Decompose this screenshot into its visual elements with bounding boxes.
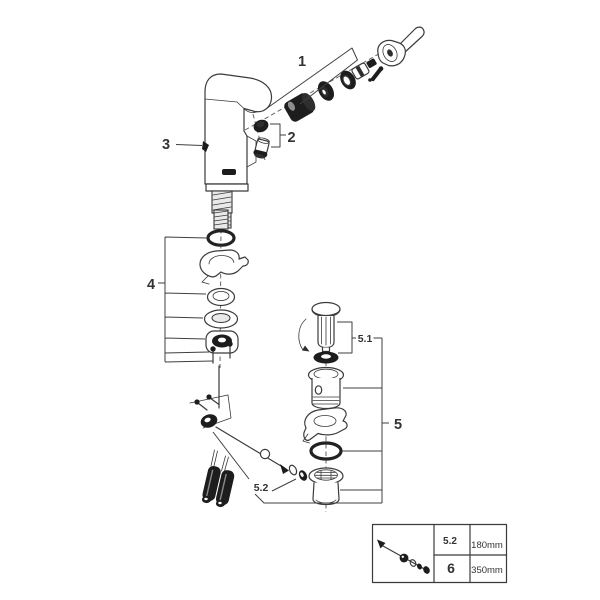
callout-1-label: 1 bbox=[298, 54, 306, 70]
table-length-row2: 350mm bbox=[471, 565, 503, 576]
threaded-rod-upper bbox=[213, 209, 229, 230]
pivot-rod bbox=[215, 426, 282, 467]
rod-tip bbox=[280, 464, 289, 474]
aerator-nut bbox=[253, 119, 269, 133]
callout-5-1-label: 5.1 bbox=[358, 333, 373, 345]
table-ref-row1: 5.2 bbox=[443, 536, 457, 547]
hose-ends bbox=[201, 495, 226, 508]
rod-linkage-group bbox=[189, 394, 308, 481]
mounting-horseshoe bbox=[199, 249, 249, 285]
screw-dot bbox=[368, 78, 372, 82]
drain-horseshoe bbox=[302, 407, 348, 444]
clamp-screw-left bbox=[210, 346, 216, 364]
strainer bbox=[308, 467, 344, 506]
rod-thumbnail bbox=[377, 539, 430, 574]
o-ring bbox=[206, 229, 236, 247]
callout-5-2-label: 5.2 bbox=[254, 482, 269, 494]
callout-5-label: 5 bbox=[394, 417, 402, 433]
handle-screw-small bbox=[366, 58, 377, 68]
mounting-group bbox=[199, 209, 249, 409]
plug-group bbox=[298, 301, 341, 364]
table-length-row1: 180mm bbox=[471, 540, 503, 551]
handle-sleeve bbox=[351, 62, 370, 80]
cap-ring bbox=[340, 70, 356, 90]
handle-screw-long bbox=[370, 66, 384, 82]
plate-screw-1 bbox=[194, 399, 208, 411]
oval-washer bbox=[203, 309, 239, 329]
callout-4: 4 bbox=[147, 236, 214, 363]
washer bbox=[206, 287, 236, 307]
hose-pair-drawing bbox=[201, 449, 235, 508]
body-side-screw bbox=[202, 141, 209, 152]
clamp-screw-right bbox=[227, 341, 233, 359]
callout-5-2: 5.2 bbox=[212, 431, 297, 494]
callout-2-label: 2 bbox=[287, 130, 295, 146]
callout-1: 1 bbox=[262, 47, 358, 112]
plate-screw-2 bbox=[206, 394, 220, 406]
popup-plug bbox=[311, 301, 341, 356]
callout-5: 5 bbox=[254, 338, 402, 504]
callout-3: 3 bbox=[162, 137, 203, 153]
drain-o-ring bbox=[309, 441, 343, 461]
cartridge-ring bbox=[317, 81, 335, 101]
callout-4-label: 4 bbox=[147, 277, 155, 293]
table-ref-row2: 6 bbox=[447, 560, 455, 576]
waste-body bbox=[307, 366, 345, 410]
size-table: 5.2 180mm 6 350mm bbox=[371, 523, 508, 584]
rod-nut bbox=[298, 470, 308, 481]
aerator-elbow bbox=[253, 137, 270, 159]
callout-2: 2 bbox=[270, 123, 296, 148]
aerator-group bbox=[253, 119, 270, 159]
rod-ball-joint bbox=[259, 448, 271, 460]
unscrew-arrow bbox=[298, 318, 310, 352]
rod-grommet bbox=[200, 414, 218, 428]
cartridge bbox=[284, 92, 316, 122]
drain-group bbox=[302, 366, 348, 506]
handle-lever bbox=[377, 26, 425, 67]
mounting-clamp bbox=[205, 330, 239, 364]
plug-seal bbox=[313, 351, 339, 364]
rod-seal-ring bbox=[288, 464, 298, 476]
handle-parts-group bbox=[284, 26, 425, 122]
callout-3-label: 3 bbox=[162, 137, 170, 153]
callout-5-1: 5.1 bbox=[337, 321, 382, 354]
sensor-window bbox=[222, 169, 236, 175]
